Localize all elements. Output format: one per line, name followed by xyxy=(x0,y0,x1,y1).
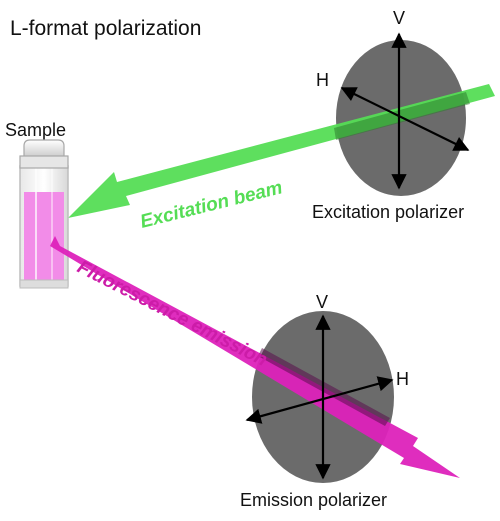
excitation-polarizer-label: Excitation polarizer xyxy=(312,202,464,222)
sample-cuvette xyxy=(19,139,69,289)
emission-axes: V H xyxy=(245,292,409,480)
excitation-v-label: V xyxy=(393,8,405,28)
diagram-title: L-format polarization xyxy=(10,17,201,40)
excitation-h-axis xyxy=(340,87,470,151)
cuvette-liquid xyxy=(24,192,64,282)
emission-h-axis xyxy=(245,376,394,424)
emission-h-label: H xyxy=(396,369,409,389)
emission-v-label: V xyxy=(316,292,328,312)
emission-beam-label: Fluorescence emission xyxy=(74,257,271,371)
excitation-h-label: H xyxy=(316,70,329,90)
excitation-axes: V H xyxy=(316,8,470,190)
sample-label: Sample xyxy=(5,120,66,140)
emission-polarizer-label: Emission polarizer xyxy=(240,490,387,510)
cuvette-cap xyxy=(23,139,65,159)
